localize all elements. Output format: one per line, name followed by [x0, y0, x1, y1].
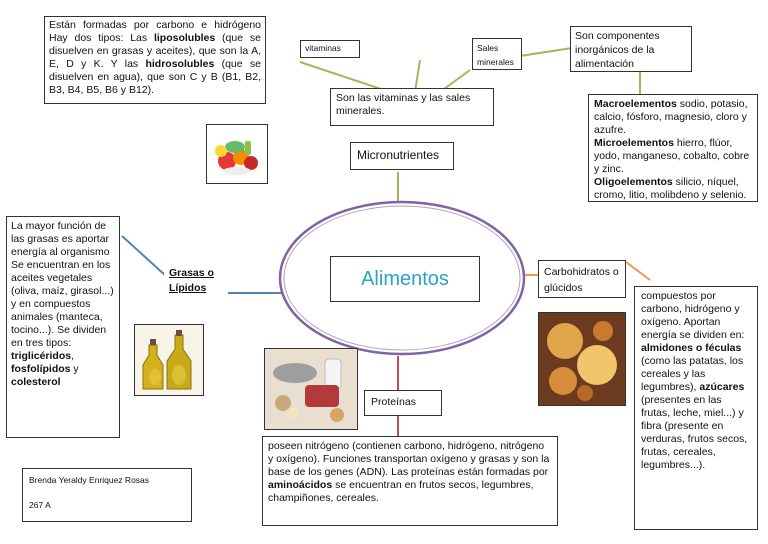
oils-illustration [135, 325, 203, 395]
azucares: azúcares [699, 381, 745, 393]
carbohidratos-description: compuestos por carbono, hidrógeno y oxíg… [634, 286, 758, 530]
vitaminas-desc-bold-1: liposolubles [153, 32, 216, 44]
oligoelementos-text: silicio, níquel, cromo, litio, molibdeno… [594, 176, 747, 201]
proteins-image [264, 348, 358, 430]
grasas-desc-text: La mayor función de las grasas es aporta… [11, 220, 114, 349]
grasas-label-text: Grasas o Lípidos [169, 267, 214, 294]
sales-description: Son componentes inorgánicos de la alimen… [570, 26, 692, 72]
vitaminas-desc-text-2: (que se disuelven en grasas y aceites), … [49, 32, 261, 70]
grasas-desc-sep-2: y [70, 363, 79, 375]
author-group: 267 A [29, 500, 51, 510]
fruits-vegetables-image [206, 124, 268, 184]
proteinas-label-text: Proteínas [371, 396, 416, 408]
macroelementos-text: sodio, potasio, calcio, fósforo, magnesi… [594, 98, 748, 136]
center-title-text: Alimentos [361, 267, 449, 290]
fosfolipidos: fosfolípidos [11, 363, 71, 375]
carbo-desc-text-2: (como las patatas, los cereales y las le… [641, 355, 744, 393]
line-carbo-desc [625, 261, 651, 281]
author-name: Brenda Yeraldy Enriquez Rosas [29, 475, 150, 485]
center-title: Alimentos [330, 256, 480, 302]
carbo-desc-text-1: compuestos por carbono, hidrógeno y oxíg… [641, 290, 745, 341]
microelementos-text: hierro, flúor, yodo, manganeso, cobalto,… [594, 137, 750, 175]
almidones: almidones o féculas [641, 342, 742, 354]
sales-label: Sales minerales [472, 38, 522, 70]
micronutrientes-description-text: Son las vitaminas y las sales minerales. [336, 92, 471, 117]
microelementos-title: Microelementos [594, 137, 674, 149]
grasas-label: Grasas o Lípidos [164, 262, 228, 298]
grains-image [538, 312, 626, 406]
sales-label-text: Sales minerales [477, 43, 514, 67]
vitaminas-desc-bold-2: hidrosolubles [145, 58, 215, 70]
grasas-desc-sep-1: , [71, 350, 75, 362]
line-sales-desc [519, 47, 573, 57]
trigliceridos: triglicéridos [11, 350, 72, 362]
grains-illustration [539, 313, 625, 405]
vitaminas-desc-text-3: (que se disuelven en agua), que son C y … [49, 58, 261, 96]
vitaminas-description: Están formadas por carbono e hidrógeno H… [44, 16, 266, 104]
carbohidratos-label-text: Carbohidratos o glúcidos [544, 266, 619, 294]
elementos-description: Macroelementos sodio, potasio, calcio, f… [588, 94, 758, 202]
aminoacidos: aminoácidos [268, 479, 333, 491]
carbohidratos-label: Carbohidratos o glúcidos [538, 260, 626, 298]
sales-description-text: Son componentes inorgánicos de la alimen… [575, 30, 660, 70]
micronutrientes-description: Son las vitaminas y las sales minerales. [330, 88, 494, 126]
proteinas-description: poseen nitrógeno (contienen carbono, hid… [262, 436, 558, 526]
oils-image [134, 324, 204, 396]
author-box: Brenda Yeraldy Enriquez Rosas 267 A [22, 468, 192, 522]
fruits-vegetables-illustration [215, 141, 258, 175]
colesterol: colesterol [11, 376, 61, 388]
micronutrientes-label-text: Micronutrientes [357, 148, 440, 162]
micronutrientes-label: Micronutrientes [350, 142, 454, 170]
proteins-illustration [265, 349, 357, 429]
line-vitaminas [299, 61, 391, 93]
proteinas-label: Proteínas [364, 390, 442, 416]
proteinas-desc-text-1: poseen nitrógeno (contienen carbono, hid… [268, 440, 550, 478]
grasas-description: La mayor función de las grasas es aporta… [6, 216, 120, 438]
macroelementos-title: Macroelementos [594, 98, 677, 110]
vitaminas-label: vitaminas [300, 40, 360, 58]
vitaminas-desc-text-1: Están formadas por carbono e hidrógeno H… [49, 19, 261, 44]
line-micro-vitaminas [414, 59, 421, 93]
carbo-desc-text-3: (presentes en las frutas, leche, miel...… [641, 394, 748, 471]
proteinas-desc-text-2: se encuentran en frutos secos, legumbres… [268, 479, 534, 504]
oligoelementos-title: Oligoelementos [594, 176, 673, 188]
center-ellipse-inner [283, 205, 521, 351]
vitaminas-label-text: vitaminas [305, 43, 341, 53]
line-grasas-desc [121, 235, 167, 277]
